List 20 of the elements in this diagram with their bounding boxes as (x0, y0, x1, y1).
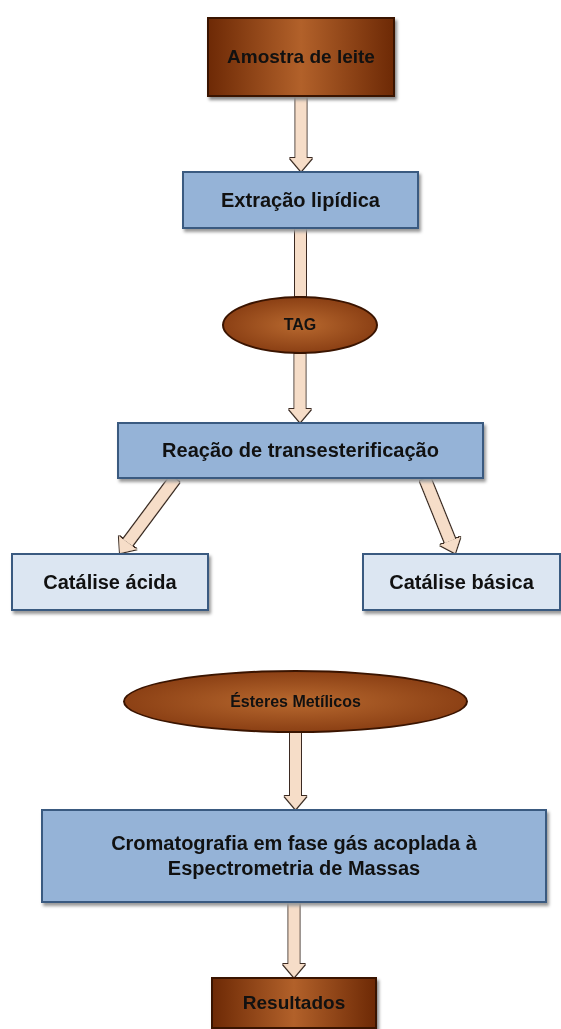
arrow (284, 733, 307, 809)
arrow (290, 97, 312, 171)
node-label: Resultados (241, 991, 347, 1015)
process-box (182, 171, 419, 229)
node-label: Amostra de leite (226, 45, 376, 69)
process-box (207, 17, 395, 97)
node-label: Catálise básica (388, 569, 535, 595)
node-label: Extração lipídica (220, 187, 381, 213)
arrow (283, 903, 305, 977)
node-label: Catálise ácida (42, 569, 178, 595)
process-box (211, 977, 377, 1029)
node-label: Ésteres Metílicos (229, 691, 362, 712)
process-box (41, 809, 547, 903)
node-label: TAG (282, 315, 318, 335)
process-box (117, 422, 484, 479)
process-box (362, 553, 561, 611)
arrow (289, 354, 311, 422)
node-label: Reação de transesterificação (161, 438, 440, 463)
process-box (11, 553, 209, 611)
node-label: Cromatografia em fase gás acoplada à Espectrometria de Massas (110, 831, 478, 881)
